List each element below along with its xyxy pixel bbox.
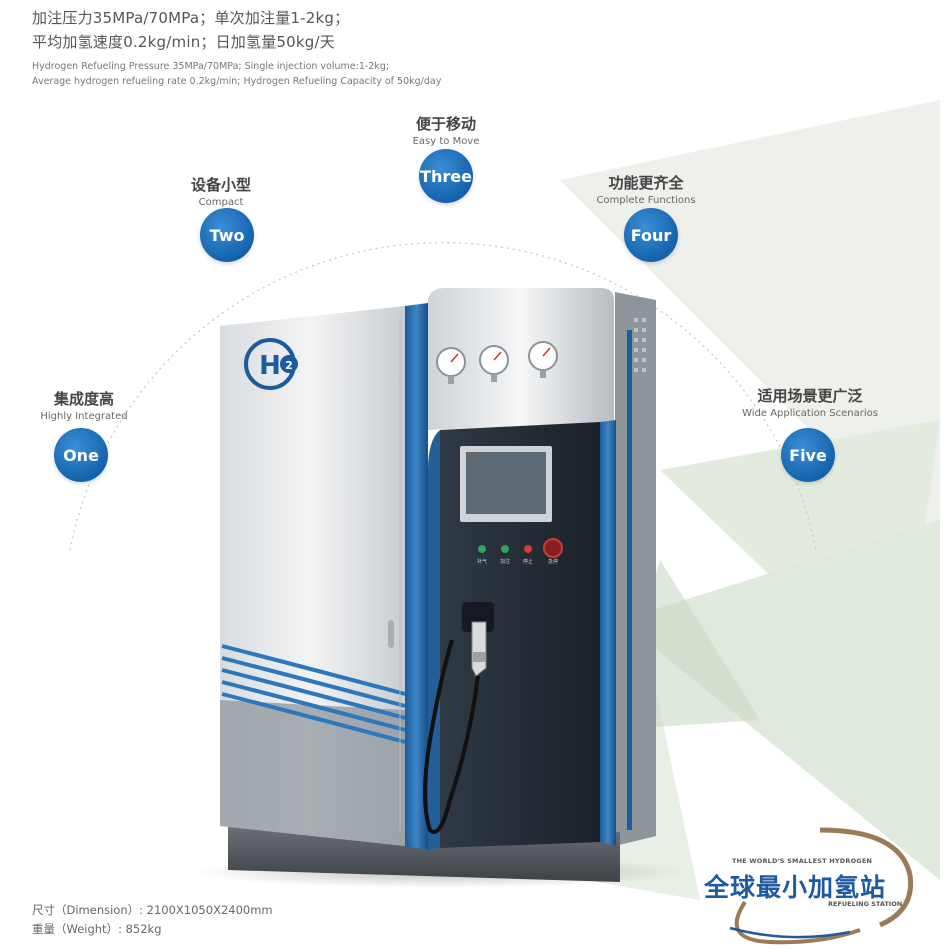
nozzle-grip (473, 652, 486, 662)
refill-button-label: 补气 (477, 558, 487, 565)
header-spec-english-line-1: Hydrogen Refueling Pressure 35MPa/70MPa;… (32, 61, 390, 72)
feature-two-subtitle: Compact (198, 197, 244, 208)
side-blue-stripe (627, 330, 632, 830)
side-vent-grille (634, 318, 646, 372)
emergency-stop-label: 急停 (548, 558, 558, 565)
brand-bottom-text: REFUELING STATION (828, 900, 903, 908)
footer-dimension: 尺寸（Dimension）: 2100X1050X2400mm (32, 903, 273, 917)
gauge-panel (428, 288, 614, 430)
feature-five-subtitle: Wide Application Scenarios (742, 408, 878, 419)
feature-four-subtitle: Complete Functions (596, 195, 696, 206)
header-spec-english-line-2: Average hydrogen refueling rate 0.2kg/mi… (32, 76, 442, 87)
left-blue-pillar (405, 303, 428, 850)
feature-one-label: 集成度高 Highly Integrated (0, 388, 184, 422)
feature-four-label: 功能更齐全 Complete Functions (546, 172, 746, 206)
pressure-gauge-3 (528, 341, 558, 378)
cabinet-door-handle (388, 620, 394, 648)
feature-four-title: 功能更齐全 (608, 174, 684, 192)
h2-logo-subscript: 2 (285, 359, 293, 372)
brand-main-text: 全球最小加氢站 (704, 873, 887, 902)
fuel-button-label: 加注 (500, 558, 510, 565)
stop-button (524, 545, 532, 553)
brand-top-text: THE WORLD'S SMALLEST HYDROGEN (732, 857, 873, 865)
feature-two-badge: Two (200, 208, 254, 262)
right-blue-pillar (600, 420, 616, 846)
dispenser-curved-edge (428, 430, 440, 850)
feature-five-title: 适用场景更广泛 (757, 387, 863, 405)
h2-logo-emblem: H 2 (244, 338, 298, 390)
machine-side-panel (615, 292, 656, 846)
fuel-nozzle (471, 621, 487, 677)
dispenser-screen (466, 452, 546, 514)
emergency-stop-button (543, 538, 563, 558)
feature-one-badge: One (54, 428, 108, 482)
pressure-gauge-2 (479, 345, 509, 382)
feature-three-badge: Three (419, 149, 473, 203)
feature-two-label: 设备小型 Compact (121, 174, 321, 208)
refill-button (478, 545, 486, 553)
feature-three-title: 便于移动 (415, 115, 476, 133)
left-cabinet-lower-panel (220, 700, 405, 846)
brand-logo: THE WORLD'S SMALLEST HYDROGEN 全球最小加氢站 RE… (700, 820, 940, 945)
feature-four-badge: Four (624, 208, 678, 262)
footer-weight: 重量（Weight）: 852kg (32, 922, 162, 936)
feature-five-badge: Five (781, 428, 835, 482)
stop-button-label: 停止 (523, 558, 533, 565)
feature-one-subtitle: Highly Integrated (40, 411, 128, 422)
fuel-hose (423, 639, 480, 834)
feature-two-title: 设备小型 (190, 176, 251, 194)
header-spec-line-1: 加注压力35MPa/70MPa；单次加注量1-2kg； (32, 9, 350, 27)
dispenser-body (440, 422, 600, 848)
feature-five-label: 适用场景更广泛 Wide Application Scenarios (710, 385, 910, 419)
fuel-button (501, 545, 509, 553)
feature-three-subtitle: Easy to Move (412, 136, 480, 147)
pressure-gauge-1 (436, 347, 466, 384)
feature-three-label: 便于移动 Easy to Move (346, 113, 546, 147)
brand-swoosh (729, 827, 914, 945)
feature-one-title: 集成度高 (53, 390, 114, 408)
left-cabinet-blue-stripes (221, 644, 406, 744)
header-spec-line-2: 平均加氢速度0.2kg/min；日加氢量50kg/天 (32, 33, 335, 51)
svg-text:H: H (259, 351, 281, 381)
